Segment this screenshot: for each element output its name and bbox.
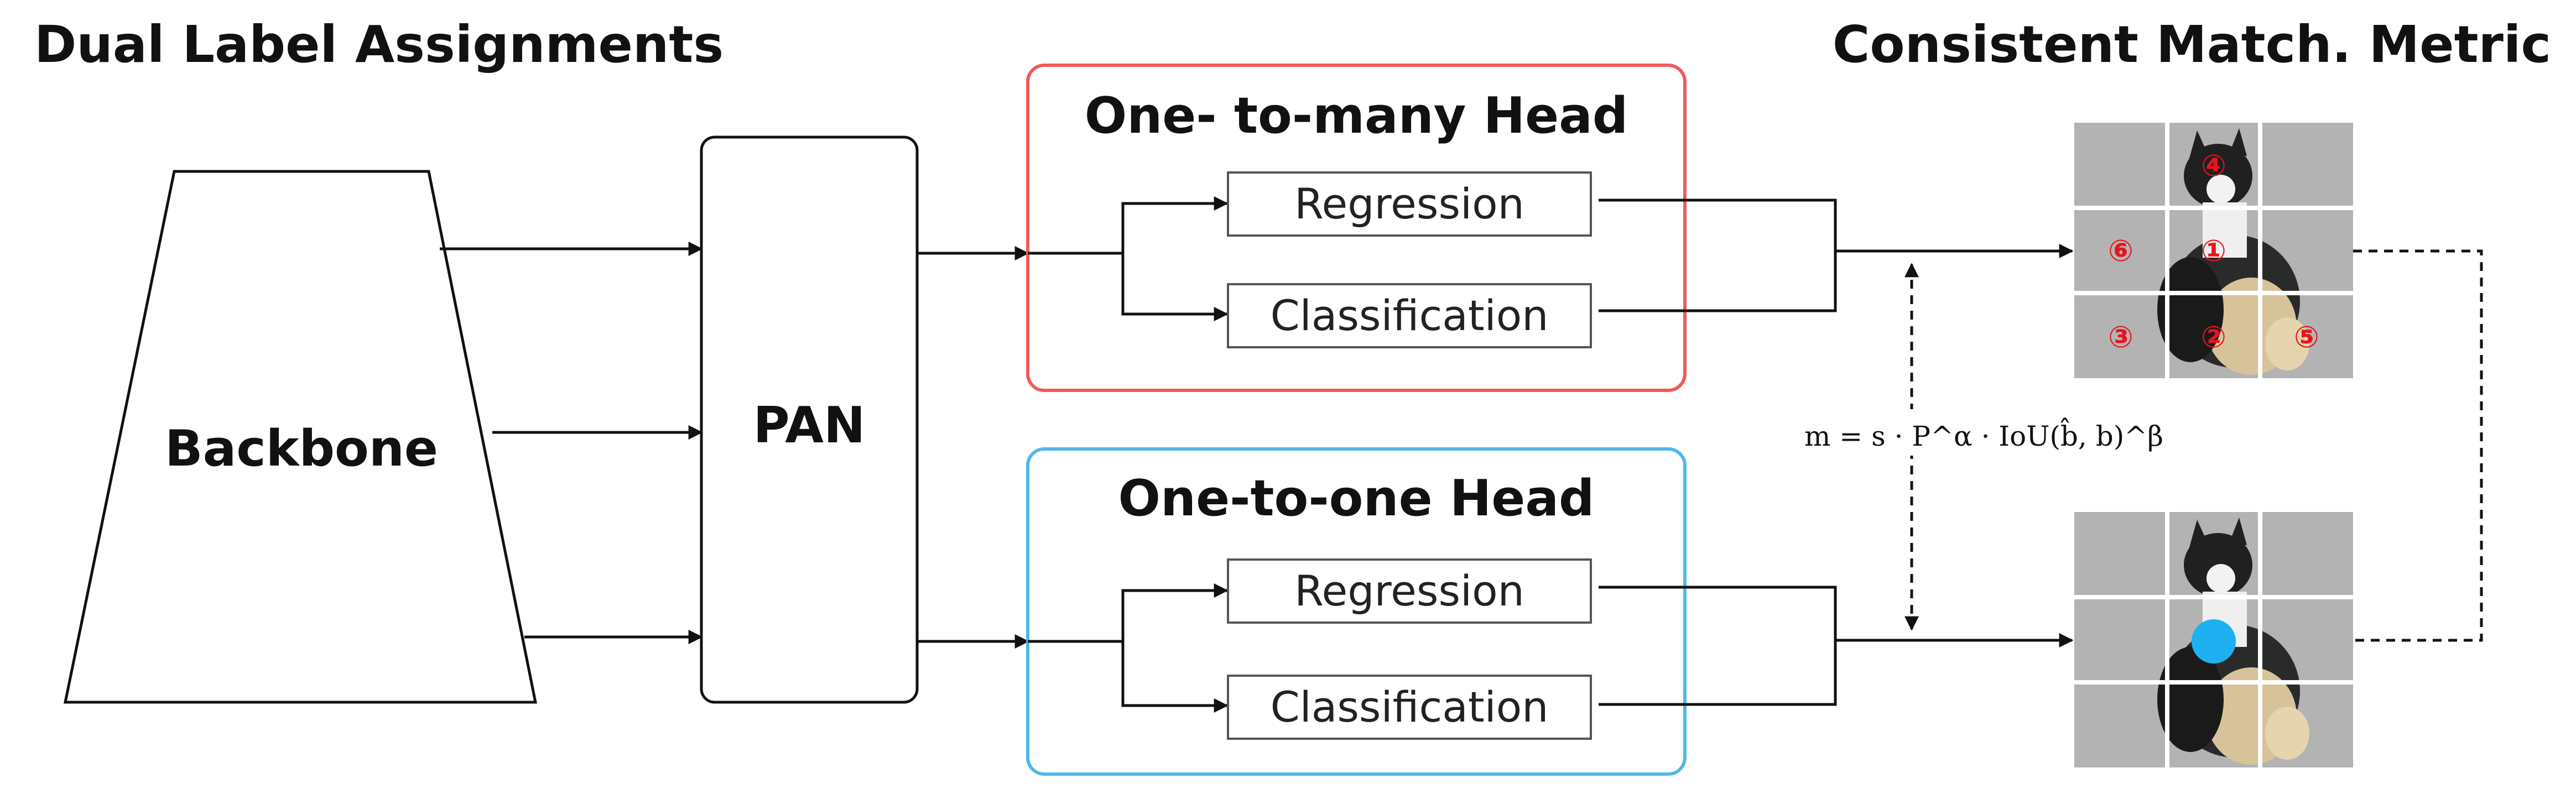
- one-to-one-regression-label: Regression: [1294, 566, 1524, 615]
- one-to-one-merge: [1599, 586, 1837, 706]
- backbone-label: Backbone: [165, 420, 438, 478]
- title-consistent-match-metric: Consistent Match. Metric: [1833, 15, 2551, 74]
- cat-image-bottom: [2157, 518, 2309, 765]
- one-to-many-classification-label: Classification: [1271, 291, 1549, 340]
- pan-label: PAN: [753, 396, 866, 455]
- matching-feedback-dashed-arrow: [2273, 244, 2483, 642]
- backbone-block: [63, 170, 538, 704]
- grid-marker-2: ②: [2201, 320, 2226, 354]
- one-to-many-regression-label: Regression: [1294, 179, 1524, 228]
- grid-marker-3: ③: [2108, 320, 2133, 354]
- grid-marker-4: ④: [2201, 148, 2226, 183]
- one-to-one-regression-box: [1227, 558, 1592, 624]
- grid-marker-6: ⑥: [2108, 233, 2133, 268]
- pan-block: [700, 135, 919, 704]
- one-to-many-head-title: One- to-many Head: [1085, 87, 1628, 145]
- one-to-many-regression-box: [1227, 171, 1592, 237]
- one-to-one-head-title: One-to-one Head: [1118, 469, 1595, 527]
- one-to-many-assignment-grid: ④ ⑥ ① ③ ② ⑤: [2074, 123, 2353, 378]
- one-to-one-classification-label: Classification: [1271, 682, 1549, 732]
- grid-marker-1: ①: [2201, 233, 2226, 268]
- one-to-one-classification-box: [1227, 675, 1592, 740]
- one-to-one-assigned-dot: [2192, 619, 2236, 664]
- one-to-many-fork-lower: [1121, 253, 1229, 321]
- title-dual-label-assignments: Dual Label Assignments: [34, 15, 724, 74]
- one-to-many-merge: [1599, 198, 1837, 312]
- cat-image-top: [2157, 128, 2309, 375]
- one-to-one-assignment-grid: [2074, 512, 2353, 767]
- one-to-many-classification-box: [1227, 283, 1592, 348]
- one-to-one-fork-lower: [1121, 641, 1229, 713]
- formula-background: [1804, 409, 2020, 456]
- metric-formula: m = s · P^α · IoU(b̂, b)^β: [1804, 417, 2163, 452]
- one-to-many-fork: [1028, 196, 1229, 255]
- one-to-one-fork: [1028, 583, 1229, 643]
- grid-marker-5: ⑤: [2294, 320, 2319, 354]
